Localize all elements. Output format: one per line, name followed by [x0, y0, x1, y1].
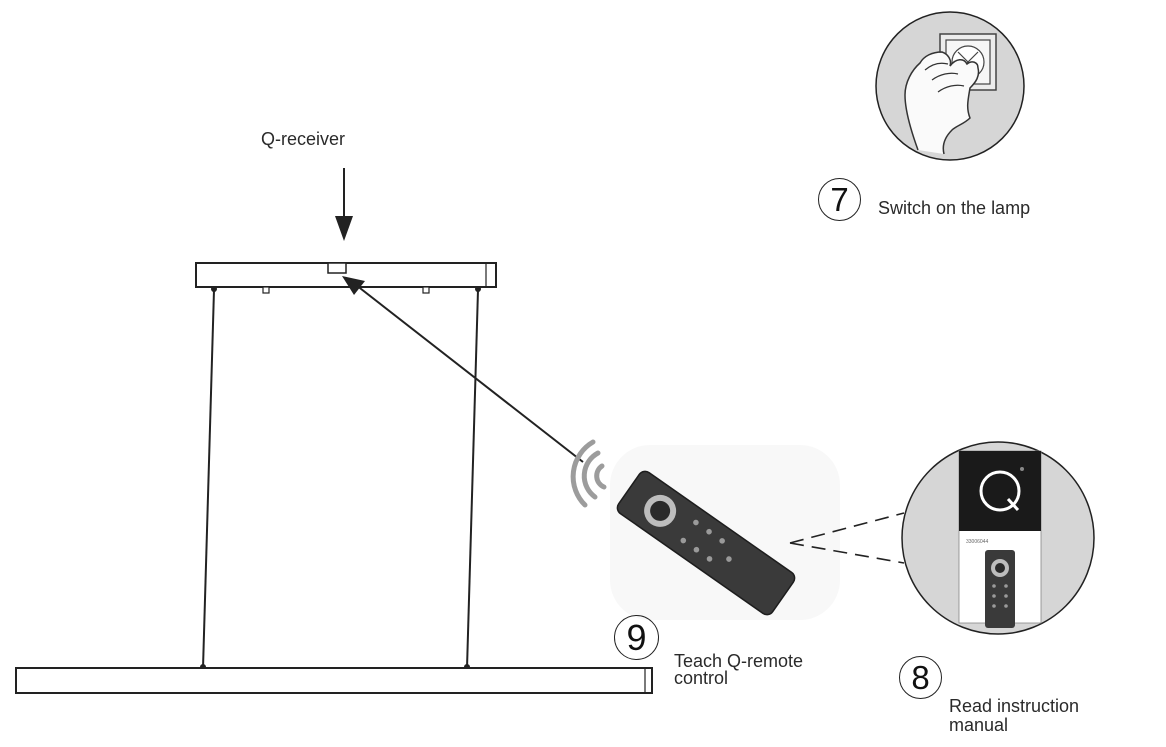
step-8-label-line2: manual — [949, 715, 1009, 735]
step-7-number: 7 — [818, 178, 861, 221]
signal-line — [342, 276, 584, 463]
cable-left — [202, 289, 215, 669]
receiver-arrow — [335, 168, 353, 241]
step-7-label: Switch on the lamp — [878, 198, 1031, 218]
step-9-number: 9 — [614, 615, 659, 660]
switch-illustration — [875, 11, 1025, 161]
step-8-label-line1: Read instruction — [949, 696, 1080, 716]
signal-waves-icon — [570, 439, 607, 508]
q-logo-icon — [979, 467, 1024, 512]
manual-leader-lines — [789, 512, 905, 564]
cable-right — [466, 289, 479, 669]
step-9-label-line1: Teach Q-remote — [674, 651, 804, 671]
hand-icon — [904, 51, 980, 155]
manual-illustration: 33006044 — [901, 441, 1095, 635]
q-receiver-label: Q-receiver — [261, 129, 346, 149]
remote-control-icon — [610, 445, 840, 620]
q-receiver-window — [327, 262, 347, 274]
manual-code: 33006044 — [966, 539, 988, 545]
lamp-bar — [15, 667, 653, 694]
step-9-label-line2: control — [674, 668, 729, 688]
step-8-number: 8 — [899, 656, 942, 699]
pendant-lamp — [15, 262, 653, 694]
